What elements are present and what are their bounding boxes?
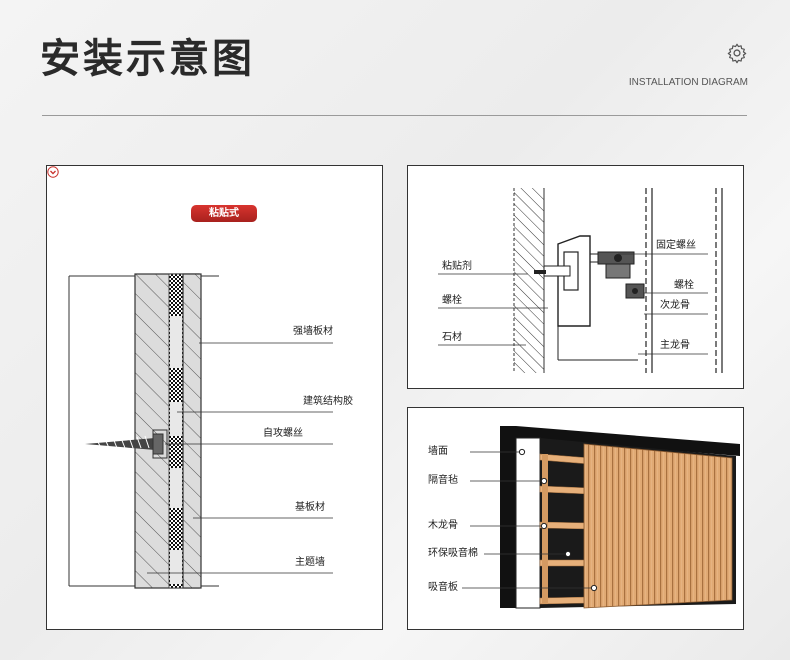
bracket-section-drawing [438,188,723,373]
wall-section-drawing [68,273,333,589]
header-divider [42,115,747,116]
label-main-keel: 主龙骨 [660,340,690,351]
label-acoustic-panel: 吸音板 [428,582,458,593]
page-subtitle: INSTALLATION DIAGRAM [628,77,748,88]
gear-icon [727,43,747,64]
label-sound-insulation-felt: 隔音毡 [428,475,458,486]
label-wall-panel: 强墙板材 [293,326,333,337]
label-anchor-bolt: 螺栓 [442,295,462,306]
label-wood-keel: 木龙骨 [428,520,458,531]
label-structural-adhesive: 建筑结构胶 [303,396,353,407]
label-wall-surface: 墙面 [428,446,448,457]
label-secondary-keel: 次龙骨 [660,300,690,311]
label-adhesive: 粘贴剂 [442,261,472,272]
label-stone: 石材 [442,332,462,343]
acoustic-layers-drawing [462,426,740,609]
chevron-down-icon [47,166,59,178]
label-feature-wall: 主题墙 [295,557,325,568]
label-fixing-screw: 固定螺丝 [656,240,696,251]
label-acoustic-cotton: 环保吸音棉 [428,548,478,559]
label-base-panel: 基板材 [295,502,325,513]
label-bolt: 螺栓 [674,280,694,291]
bracket-install-diagram: 粘贴剂 螺栓 石材 固定螺丝 螺栓 次龙骨 主龙骨 [407,165,744,389]
method-badge: 粘贴式 [191,205,257,222]
screw-graphic [85,429,168,459]
label-self-tapping-screw: 自攻螺丝 [263,428,303,439]
page-title: 安装示意图 [40,36,255,82]
adhesive-install-diagram: 粘贴式 [46,165,383,630]
acoustic-panel-diagram: 墙面 隔音毡 木龙骨 环保吸音棉 吸音板 [407,407,744,630]
